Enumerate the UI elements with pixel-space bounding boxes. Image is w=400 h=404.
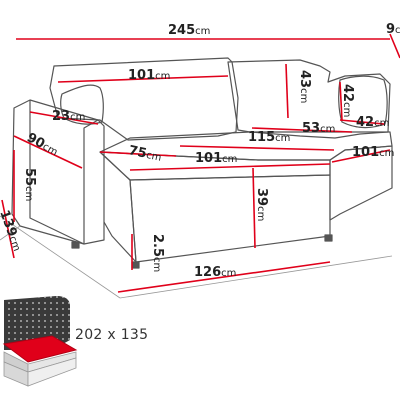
dim-line-armrest [29, 111, 99, 125]
dim-line-ottoman-width [129, 163, 331, 171]
label-ottoman-width: 101cm [195, 151, 237, 166]
sofa-outline [0, 57, 393, 299]
dim-line-ottoman-height [252, 167, 256, 249]
label-back-seat-width: 101cm [128, 68, 170, 83]
label-corner-length: 115cm [248, 130, 290, 145]
dim-line-back-seat [57, 75, 229, 83]
label-cushion-height: 42cm [340, 84, 355, 117]
label-leg-height: 2.5cm [150, 234, 165, 272]
label-depth-left: 139cm [0, 208, 25, 253]
label-arm-height: 55cm [22, 168, 37, 201]
dim-line-arm-depth [13, 135, 83, 169]
dimension-lines [1, 33, 400, 293]
label-front-width: 126cm [194, 265, 236, 280]
label-ottoman-height: 39cm [254, 188, 269, 221]
bed-size-label: 202 x 135 [75, 327, 149, 343]
label-back-height: 43cm [297, 70, 312, 103]
label-cushion-width: 42cm [356, 115, 389, 130]
dim-line-chaise-width [331, 149, 391, 163]
dimension-labels: 245cm 9cm 101cm 43cm 42cm 42cm 23cm 53cm… [0, 22, 400, 280]
label-corner-depth: 9cm [386, 22, 400, 37]
dim-line-cushion-height [339, 81, 343, 121]
dim-line-ottoman-depth [99, 151, 177, 157]
dim-line-cushion-width [339, 119, 385, 125]
label-total-width: 245cm [168, 23, 210, 38]
dim-line-corner-length [179, 145, 335, 151]
dim-line-depth-left [1, 199, 15, 259]
label-chaise-width: 101cm [352, 145, 394, 160]
label-armrest-width: 23cm [52, 109, 85, 124]
bed-mode-icon [2, 296, 78, 387]
dim-line-seat-depth [251, 127, 353, 133]
dim-line-back-height [285, 63, 289, 119]
dim-line-corner-depth [389, 33, 400, 59]
label-ottoman-depth: 75cm [127, 143, 163, 165]
dim-line-front-width [117, 261, 331, 293]
label-seat-depth: 53cm [302, 121, 335, 136]
